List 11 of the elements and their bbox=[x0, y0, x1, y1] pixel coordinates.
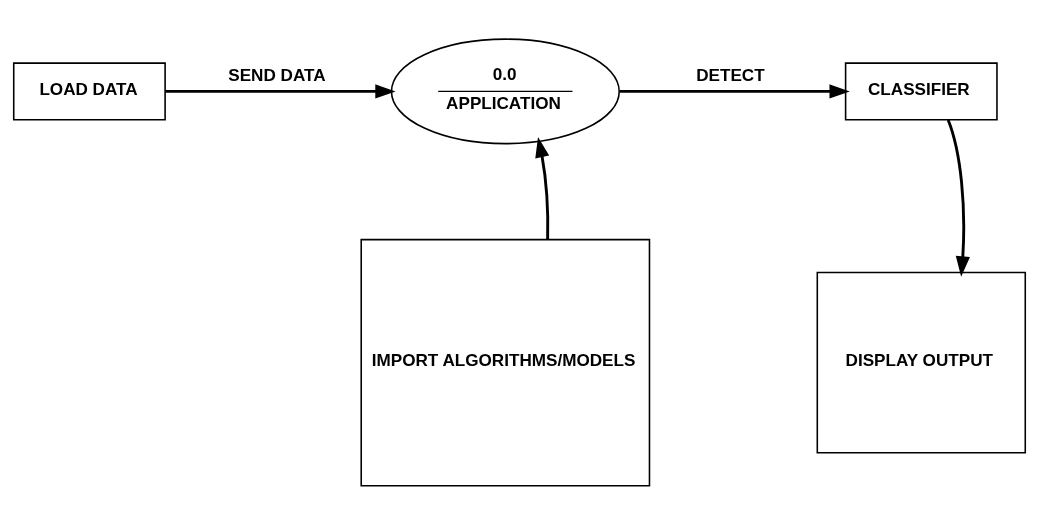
arrow bbox=[619, 84, 850, 99]
node-box: IMPORT ALGORITHMS/MODELS bbox=[360, 238, 651, 487]
edge-label: SEND DATA bbox=[228, 66, 326, 86]
node-ellipse: 0.0 APPLICATION bbox=[390, 38, 620, 145]
node-box: CLASSIFIER bbox=[844, 62, 998, 121]
edge-label: DETECT bbox=[696, 66, 765, 86]
node-box: DISPLAY OUTPUT bbox=[816, 271, 1027, 454]
node-box: LOAD DATA bbox=[12, 62, 166, 121]
arrow bbox=[165, 84, 396, 99]
arrow bbox=[535, 137, 550, 240]
arrow bbox=[946, 119, 970, 277]
